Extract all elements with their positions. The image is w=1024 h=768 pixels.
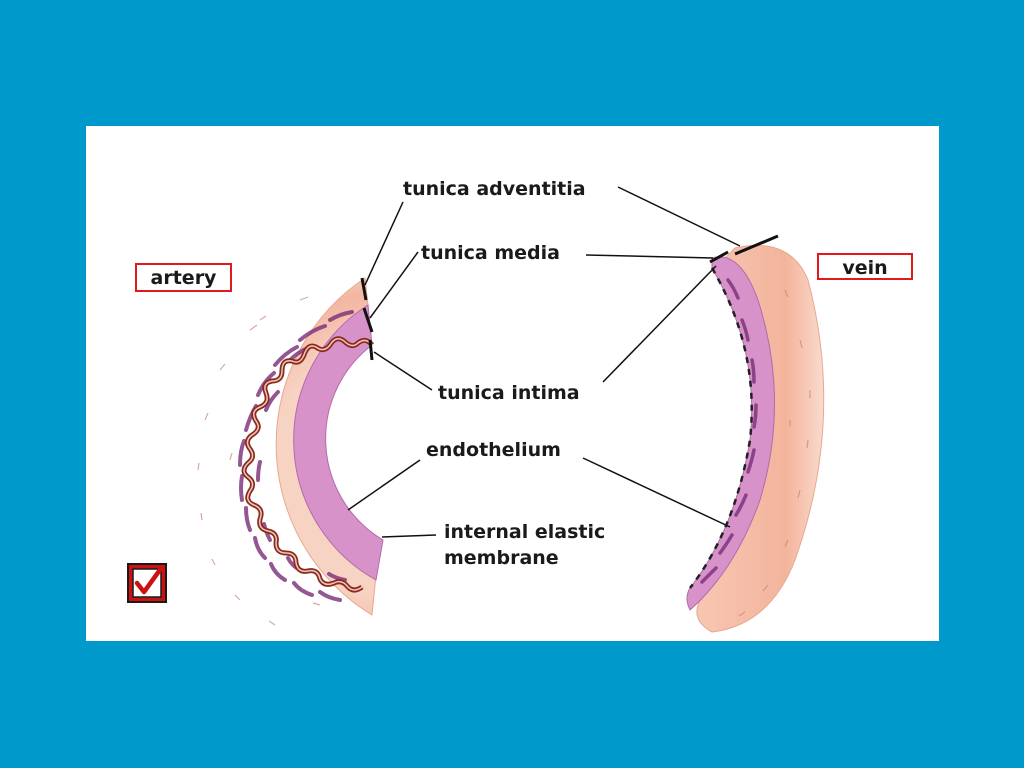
vein-adventitia-speckles [738,289,811,617]
vein-adventitia-tick [734,234,779,256]
checkmark-icon [132,565,165,598]
vein-muscle-streaks [700,278,758,584]
label-tunica-media: tunica media [421,242,560,264]
artery-adventitia-tick [360,277,368,301]
artery-adventitia-speckles [197,296,321,626]
leader-endothelium-artery [347,459,421,511]
leader-intima-vein [602,265,717,383]
label-internal-elastic-line2: membrane [444,547,559,569]
leader-internal-elastic [381,534,437,538]
leader-intima-artery [373,351,433,391]
vein-media [686,256,775,611]
label-endothelium: endothelium [426,439,561,461]
checkmark-checkbox-icon[interactable] [127,563,167,603]
leader-adventitia-artery [364,201,404,286]
leader-media-vein [585,254,714,259]
artery-intima-tick [368,339,374,361]
artery-endothelium-line [243,338,373,591]
artery-media [293,304,384,581]
vein-endothelium-line [689,267,753,589]
vein-box-label: vein [817,253,913,280]
artery-media-tick [362,307,374,333]
leader-adventitia-vein [617,186,741,247]
leader-lines [347,186,741,538]
artery-box-label: artery [135,263,232,292]
leader-endothelium-vein [582,457,731,528]
label-tunica-intima: tunica intima [438,382,580,404]
vein-media-tick [709,250,729,264]
label-tunica-adventitia: tunica adventitia [403,178,586,200]
label-internal-elastic-line1: internal elastic [444,521,606,543]
leader-media-artery [369,251,419,319]
